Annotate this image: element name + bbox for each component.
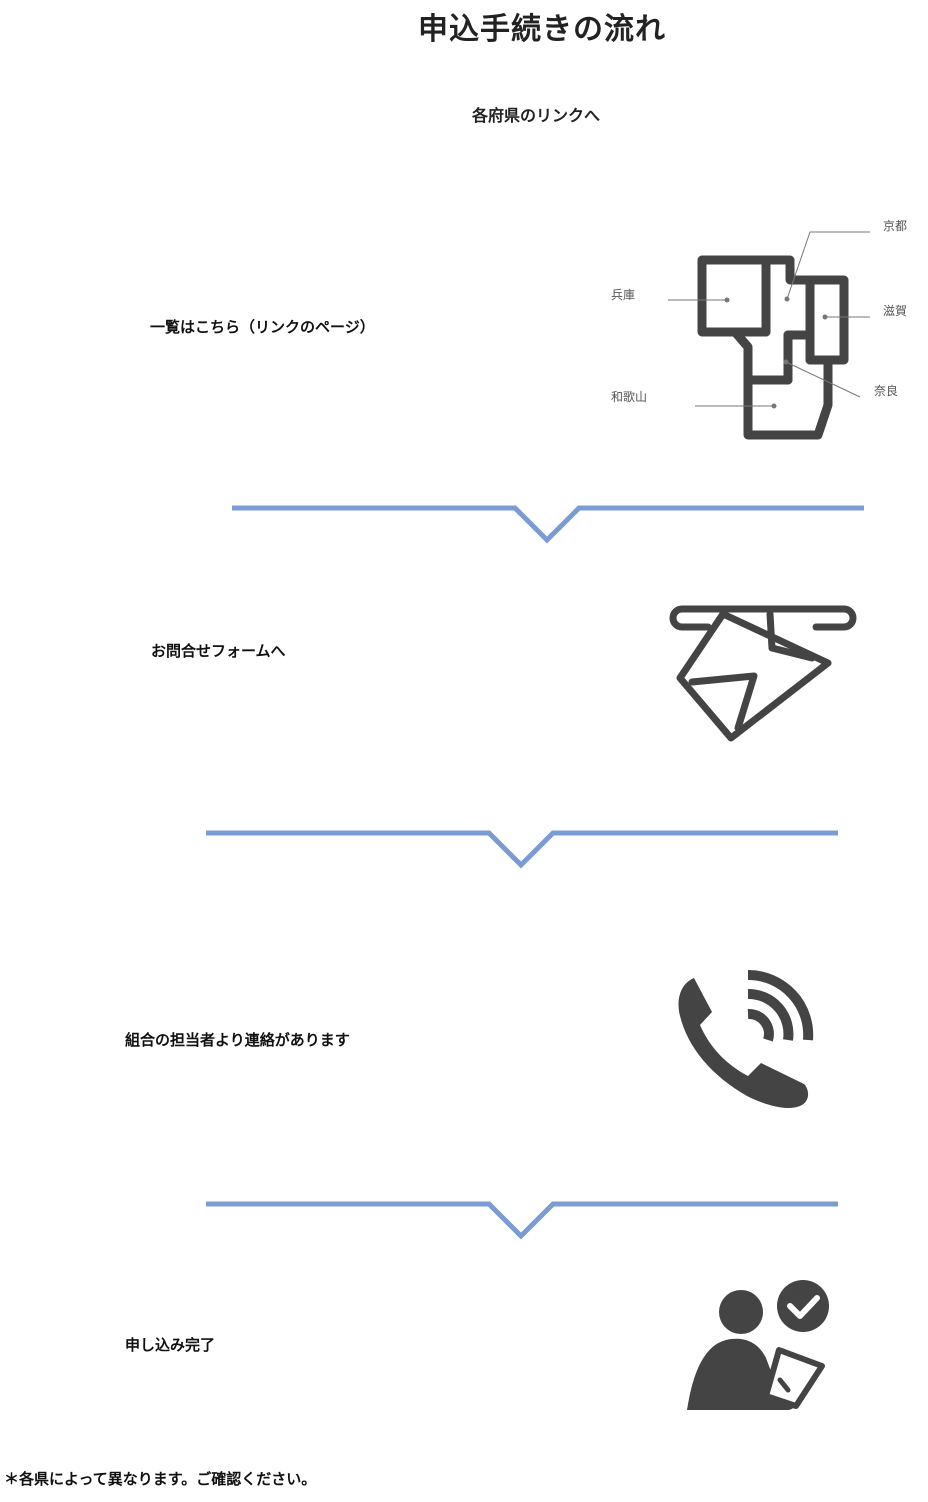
phone-call-icon	[672, 970, 822, 1115]
page-title: 申込手続きの流れ	[418, 12, 666, 47]
map-label-nara: 奈良	[874, 384, 899, 398]
map-label-hyogo: 兵庫	[611, 288, 636, 302]
map-label-shiga: 滋賀	[883, 304, 908, 318]
contact-form-link[interactable]: お問合せフォームへ	[151, 642, 286, 660]
person-checklist-icon	[684, 1278, 834, 1418]
envelope-slot-icon	[668, 600, 863, 750]
prefecture-links-heading: 各府県のリンクへ	[471, 106, 600, 125]
flow-arrow	[232, 500, 864, 546]
kansai-map-icon	[660, 215, 928, 450]
step-complete-text: 申し込み完了	[125, 1336, 216, 1354]
map-label-wakayama: 和歌山	[611, 390, 648, 404]
flow-arrow	[206, 825, 838, 871]
map-label-kyoto: 京都	[883, 219, 908, 233]
list-link[interactable]: 一覧はこちら（リンクのページ）	[150, 318, 375, 336]
footnote: ＊各県によって異なります。ご確認ください。	[4, 1470, 317, 1488]
step-contact-text: 組合の担当者より連絡があります	[125, 1031, 350, 1049]
flow-arrow	[206, 1196, 838, 1242]
